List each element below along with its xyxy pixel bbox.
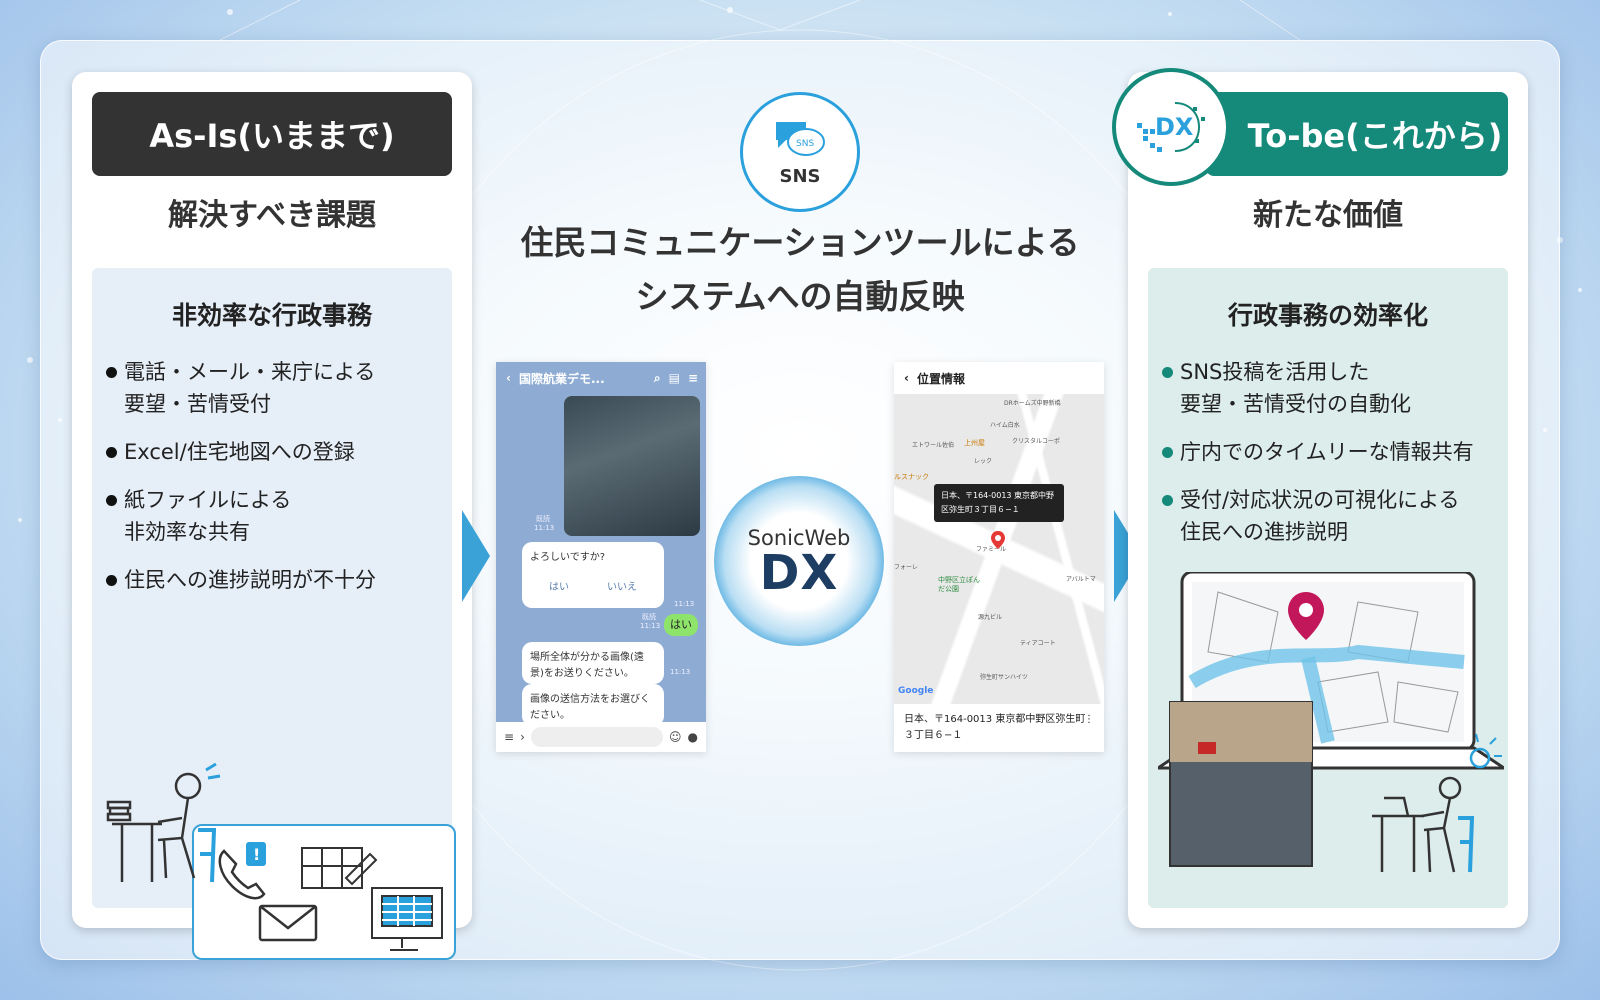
map-view[interactable]: DRホームズ中野新橋 ハイム白水 上州屋 エトワール佐伯 クリスタルコーポ レッ… — [894, 394, 1104, 704]
map-header: ‹ 位置情報 — [894, 362, 1104, 394]
worried-person-at-desk-illustration — [106, 762, 221, 883]
map-poi-label: ティアコート — [1020, 640, 1056, 647]
spreadsheet-monitor-icon — [371, 887, 443, 951]
as-is-bullet: 電話・メール・来庁による 要望・苦情受付 — [106, 356, 446, 420]
speech-bubble-illustration: ! — [192, 824, 456, 960]
map-poi-label: レック — [974, 458, 993, 465]
sns-icon-circle: SNS SNS — [740, 92, 860, 212]
logo-text-sonicweb: SonicWeb — [747, 526, 851, 550]
to-be-subtitle: 新たな価値 — [1253, 198, 1403, 233]
logo-text-dx: DX — [759, 545, 839, 601]
sonicweb-dx-logo: SonicWeb DX — [714, 476, 884, 646]
message-time: 11:13 — [640, 622, 661, 630]
center-title-line1: 住民コミュニケーションツールによる — [520, 223, 1080, 262]
mail-icon — [258, 904, 318, 942]
sns-label: SNS — [779, 165, 821, 187]
map-edit-icon — [301, 847, 378, 889]
location-popup: 日本、〒164-0013 東京都中野区弥生町３丁目６−１ — [934, 484, 1064, 522]
chat-screen: ‹ 国際航業デモ... ⌕ ▤ ≡ 既読 11:13 よろしいですか? はい い… — [496, 362, 706, 752]
send-method-bubble: 画像の送信方法をお選びください。 — [522, 684, 664, 726]
to-be-bullet: SNS投稿を活用した 要望・苦情受付の自動化 — [1162, 356, 1502, 420]
mic-icon[interactable]: ● — [687, 730, 698, 744]
option-yes[interactable]: はい — [549, 582, 569, 593]
map-poi-label: 上州屋 — [964, 439, 985, 447]
map-poi-label: 弥生町サンハイツ — [980, 674, 1028, 681]
as-is-bullet: Excel/住宅地図への登録 — [106, 436, 446, 468]
request-photo-bubble: 場所全体が分かる画像(遠景)をお送りください。 — [522, 642, 664, 684]
expand-chevron-icon[interactable]: › — [520, 730, 525, 744]
map-poi-label: ルスナック — [894, 473, 929, 481]
back-chevron-icon[interactable]: ‹ — [506, 371, 511, 385]
phone-icon — [218, 849, 266, 900]
option-no[interactable]: いいえ — [607, 582, 637, 593]
sent-road-photo[interactable] — [564, 396, 700, 536]
menu-icon[interactable]: ≡ — [504, 730, 515, 744]
message-time: 11:13 — [674, 600, 695, 608]
alert-icon — [246, 842, 266, 866]
to-be-bullet: 受付/対応状況の可視化による 住民への進捗説明 — [1162, 484, 1502, 548]
to-be-header: To-be(これから) — [1206, 92, 1508, 176]
more-icon[interactable]: ⋮ — [1084, 714, 1094, 725]
message-time: 11:13 — [534, 524, 555, 532]
chat-input-bar: ≡ › ☺ ● — [496, 722, 706, 752]
map-poi-label: ファミール — [976, 546, 1007, 553]
menu-icon[interactable]: ≡ — [687, 371, 698, 385]
reply-yes-bubble: はい — [664, 614, 698, 636]
sns-chat-icon: SNS — [776, 121, 825, 156]
map-poi-label: DRホームズ中野新橋 — [1004, 400, 1061, 407]
to-be-content-box: 行政事務の効率化 SNS投稿を活用した 要望・苦情受付の自動化 庁内でのタイムリ… — [1148, 268, 1508, 908]
chat-header: ‹ 国際航業デモ... ⌕ ▤ ≡ — [496, 362, 706, 394]
as-is-content-box: 非効率な行政事務 電話・メール・来庁による 要望・苦情受付 Excel/住宅地図… — [92, 268, 456, 960]
read-label: 既読 — [536, 515, 550, 523]
flow-arrow-left — [462, 510, 490, 602]
dx-badge-icon: DX — [1112, 68, 1230, 186]
as-is-subtitle: 解決すべき課題 — [168, 198, 376, 233]
map-screen: ‹ 位置情報 DRホームズ中野新橋 ハイム白水 上州屋 エトワール佐伯 クリスタ… — [894, 362, 1104, 752]
as-is-bullet-list: 電話・メール・来庁による 要望・苦情受付 Excel/住宅地図への登録 紙ファイ… — [106, 356, 446, 612]
map-poi-label: フォーレ — [894, 564, 919, 571]
map-address: 日本、〒164-0013 東京都中野区弥生町３丁目６−１ ⋮ — [894, 704, 1104, 752]
center-title: 住民コミュニケーションツールによる システムへの自動反映 — [470, 216, 1130, 324]
chat-title: 国際航業デモ... — [518, 371, 605, 386]
to-be-panel: To-be(これから) DX 新たな価値 行政事務の効率化 SNS投稿を活用した… — [1112, 68, 1528, 928]
google-logo: Google — [898, 686, 934, 696]
message-time: 11:13 — [670, 668, 691, 676]
read-label: 既読 — [642, 613, 656, 621]
svg-text:!: ! — [253, 845, 260, 864]
back-chevron-icon[interactable]: ‹ — [904, 371, 909, 385]
message-input[interactable] — [530, 727, 663, 747]
confirm-bubble: よろしいですか? はい いいえ — [522, 542, 664, 608]
emoji-icon[interactable]: ☺ — [669, 730, 682, 744]
map-poi-label: 中野区立ぽんだ公園 — [938, 576, 980, 593]
map-poi-label: アバルトマ — [1066, 576, 1096, 583]
search-icon[interactable]: ⌕ — [653, 370, 661, 385]
as-is-panel: As-Is(いままで) 解決すべき課題 非効率な行政事務 電話・メール・来庁によ… — [72, 72, 472, 960]
as-is-header: As-Is(いままで) — [92, 92, 452, 176]
map-address-text: 日本、〒164-0013 東京都中野区弥生町３丁目６−１ — [904, 714, 1086, 741]
laptop-map-illustration — [1158, 572, 1504, 873]
to-be-bullet-list: SNS投稿を活用した 要望・苦情受付の自動化 庁内でのタイムリーな情報共有 受付… — [1162, 356, 1502, 564]
center-title-line2: システムへの自動反映 — [635, 277, 965, 316]
to-be-box-title: 行政事務の効率化 — [1227, 301, 1428, 330]
sns-bubble-text: SNS — [796, 139, 814, 149]
as-is-bullet: 住民への進捗説明が不十分 — [106, 564, 446, 596]
location-pin-icon[interactable] — [990, 530, 1006, 550]
map-title: 位置情報 — [916, 371, 965, 386]
confirm-question: よろしいですか? — [530, 552, 606, 563]
dx-badge-text: DX — [1155, 113, 1194, 141]
notes-icon[interactable]: ▤ — [668, 371, 680, 385]
map-poi-label: エトワール佐伯 — [912, 442, 955, 449]
as-is-box-title: 非効率な行政事務 — [171, 301, 372, 330]
map-poi-label: 源九ビル — [978, 614, 1003, 621]
as-is-bullet: 紙ファイルによる 非効率な共有 — [106, 484, 446, 548]
map-poi-label: ハイム白水 — [990, 422, 1020, 429]
to-be-bullet: 庁内でのタイムリーな情報共有 — [1162, 436, 1502, 468]
map-poi-label: クリスタルコーポ — [1012, 438, 1060, 445]
